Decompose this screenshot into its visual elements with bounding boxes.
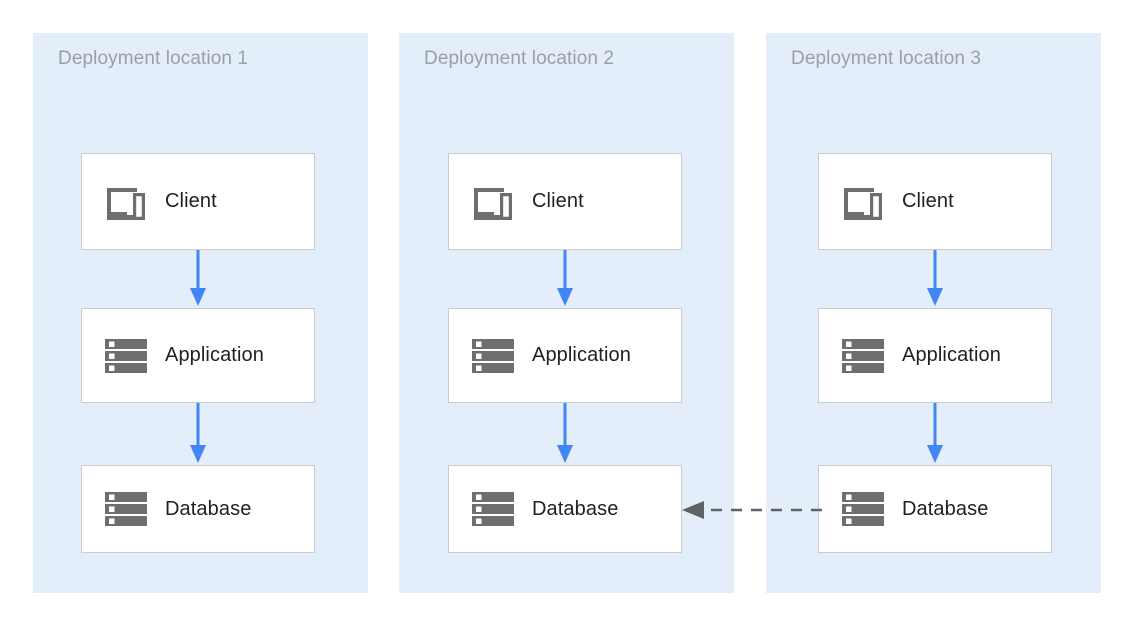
deployment-location-panel-1: Deployment location 1 Client	[33, 33, 368, 593]
node-label: Database	[532, 497, 619, 520]
server-icon	[103, 486, 149, 532]
server-icon	[470, 486, 516, 532]
node-label: Client	[165, 190, 217, 212]
node-client-2[interactable]: Client	[448, 153, 682, 250]
devices-icon	[840, 179, 886, 225]
deployment-location-panel-2: Deployment location 2 Client	[399, 33, 734, 593]
node-client-1[interactable]: Client	[81, 153, 315, 250]
node-database-3[interactable]: Database	[818, 465, 1052, 553]
node-label: Application	[165, 344, 264, 366]
node-label: Client	[532, 190, 584, 212]
server-icon	[840, 333, 886, 379]
node-label: Database	[165, 497, 252, 520]
arrow-application-to-database-3	[923, 403, 947, 465]
server-icon	[103, 333, 149, 379]
panel-title-3: Deployment location 3	[791, 48, 982, 69]
node-application-3[interactable]: Application	[818, 308, 1052, 403]
deployment-location-panel-3: Deployment location 3 Client	[766, 33, 1101, 593]
arrow-application-to-database-1	[186, 403, 210, 465]
node-label: Application	[532, 344, 631, 366]
arrow-client-to-application-3	[923, 250, 947, 308]
node-database-2[interactable]: Database	[448, 465, 682, 553]
server-icon	[840, 486, 886, 532]
node-label: Application	[902, 344, 1001, 366]
devices-icon	[470, 179, 516, 225]
arrow-application-to-database-2	[553, 403, 577, 465]
node-database-1[interactable]: Database	[81, 465, 315, 553]
node-client-3[interactable]: Client	[818, 153, 1052, 250]
node-application-2[interactable]: Application	[448, 308, 682, 403]
node-label: Database	[902, 497, 989, 520]
arrow-client-to-application-2	[553, 250, 577, 308]
arrow-client-to-application-1	[186, 250, 210, 308]
devices-icon	[103, 179, 149, 225]
node-application-1[interactable]: Application	[81, 308, 315, 403]
server-icon	[470, 333, 516, 379]
panel-title-2: Deployment location 2	[424, 48, 615, 69]
panel-title-1: Deployment location 1	[58, 48, 249, 69]
node-label: Client	[902, 190, 954, 212]
